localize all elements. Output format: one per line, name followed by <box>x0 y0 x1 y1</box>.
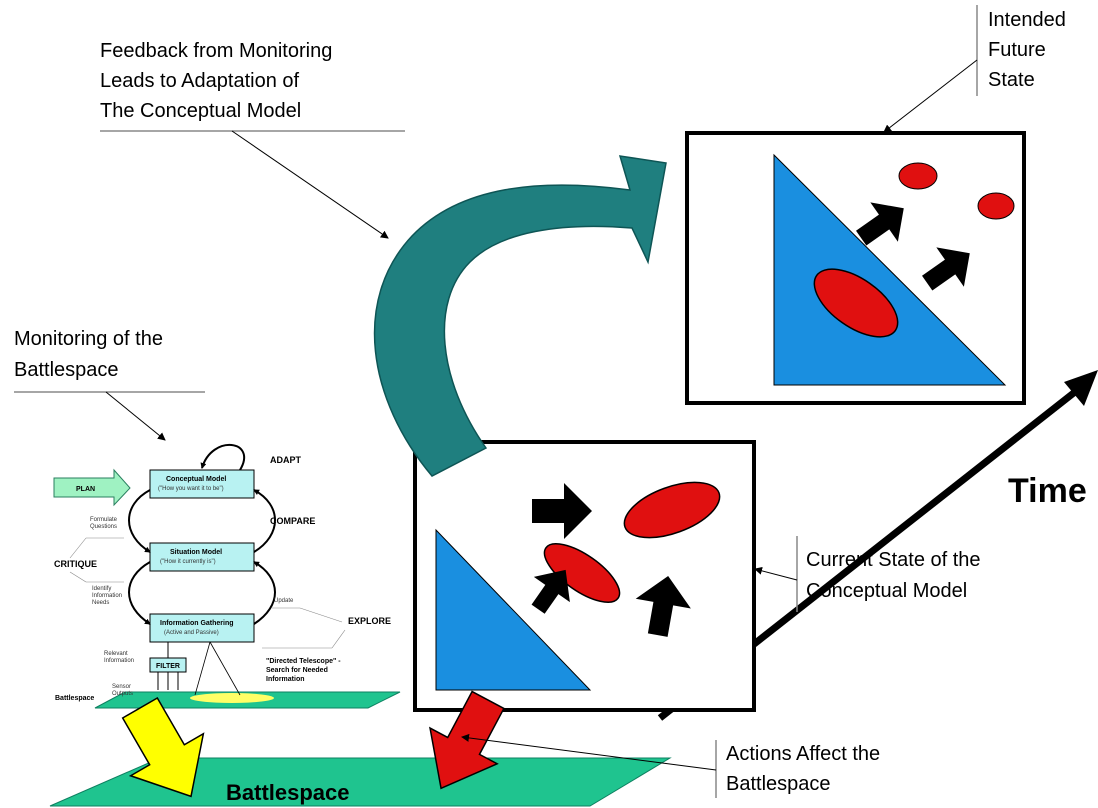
intended-line-2: Future <box>988 39 1046 61</box>
update-label: Update <box>274 598 294 604</box>
mini-monitoring-diagram: PLAN Conceptual Model ("How you want it … <box>53 443 391 702</box>
monitoring-callout: Monitoring of the Battlespace <box>14 328 205 441</box>
identify-line-3: Needs <box>92 600 109 606</box>
current-callout: Current State of the Conceptual Model <box>754 536 981 612</box>
current-red-ellipse-mid <box>543 543 621 603</box>
directed-line-2: Search for Needed <box>266 667 328 674</box>
feedback-line-1: Feedback from Monitoring <box>100 40 332 62</box>
current-black-arrow-3 <box>635 576 691 637</box>
box3-sub: (Active and Passive) <box>164 630 219 636</box>
time-label: Time <box>1008 472 1087 510</box>
adapt-label: ADAPT <box>270 455 302 465</box>
actions-line-2: Battlespace <box>726 773 831 795</box>
explore-label: EXPLORE <box>348 616 391 626</box>
information-gathering-box <box>149 613 255 643</box>
relevant-line-1: Relevant <box>104 651 128 657</box>
actions-line-1: Actions Affect the <box>726 743 880 765</box>
current-line-2: Conceptual Model <box>806 580 967 602</box>
box2-sub: ("How it currently is") <box>160 559 216 565</box>
current-blue-triangle <box>435 528 592 691</box>
directed-line-1: "Directed Telescope" - <box>266 658 341 665</box>
intended-line-1: Intended <box>988 9 1066 31</box>
actions-callout: Actions Affect the Battlespace <box>461 733 880 798</box>
monitoring-line-1: Monitoring of the <box>14 328 163 350</box>
future-red-circle-2 <box>977 192 1015 220</box>
formulate-line-1: Formulate <box>90 517 118 523</box>
identify-line-2: Information <box>92 593 122 599</box>
current-black-arrow-1 <box>532 483 592 539</box>
plan-arrow <box>53 468 131 507</box>
current-line-1: Current State of the <box>806 549 981 571</box>
future-blue-triangle <box>773 153 1007 386</box>
sensor-line-2: Outputs <box>112 691 133 697</box>
mini-battlespace-label: Battlespace <box>55 695 94 702</box>
formulate-line-2: Questions <box>90 524 117 530</box>
intended-line-3: State <box>988 69 1035 91</box>
yellow-arrow <box>121 696 205 798</box>
situation-model-box <box>149 542 255 572</box>
battlespace-plane-large <box>49 757 672 807</box>
filter-label: FILTER <box>156 663 180 670</box>
feedback-line-2: Leads to Adaptation of <box>100 70 299 92</box>
relevant-line-2: Information <box>104 658 134 664</box>
feedback-line-3: The Conceptual Model <box>100 100 301 122</box>
future-black-arrow-2 <box>922 247 970 291</box>
critique-label: CRITIQUE <box>54 559 97 569</box>
time-axis-arrowhead <box>1064 370 1098 406</box>
future-red-circle-1 <box>898 162 938 190</box>
monitoring-line-2: Battlespace <box>14 359 119 381</box>
sensor-line-1: Sensor <box>112 684 131 690</box>
battlespace-label: Battlespace <box>226 780 350 805</box>
current-black-arrow-2 <box>531 569 570 614</box>
plan-label: PLAN <box>76 486 95 493</box>
future-red-ellipse-large <box>813 268 899 338</box>
directed-line-3: Information <box>266 676 305 683</box>
feedback-callout: Feedback from Monitoring Leads to Adapta… <box>100 40 405 239</box>
conceptual-model-box <box>149 469 255 499</box>
box1-sub: ("How you want it to be") <box>158 486 224 492</box>
intended-callout: Intended Future State <box>883 5 1066 133</box>
compare-label: COMPARE <box>270 516 315 526</box>
box1-title: Conceptual Model <box>166 476 226 483</box>
box2-title: Situation Model <box>170 549 222 556</box>
feedback-curved-arrow <box>373 155 667 477</box>
yellow-spot <box>190 693 274 703</box>
box3-title: Information Gathering <box>160 620 234 627</box>
future-black-arrow-1 <box>856 202 904 246</box>
identify-line-1: Identify <box>92 586 111 592</box>
current-red-ellipse-top <box>623 481 721 539</box>
